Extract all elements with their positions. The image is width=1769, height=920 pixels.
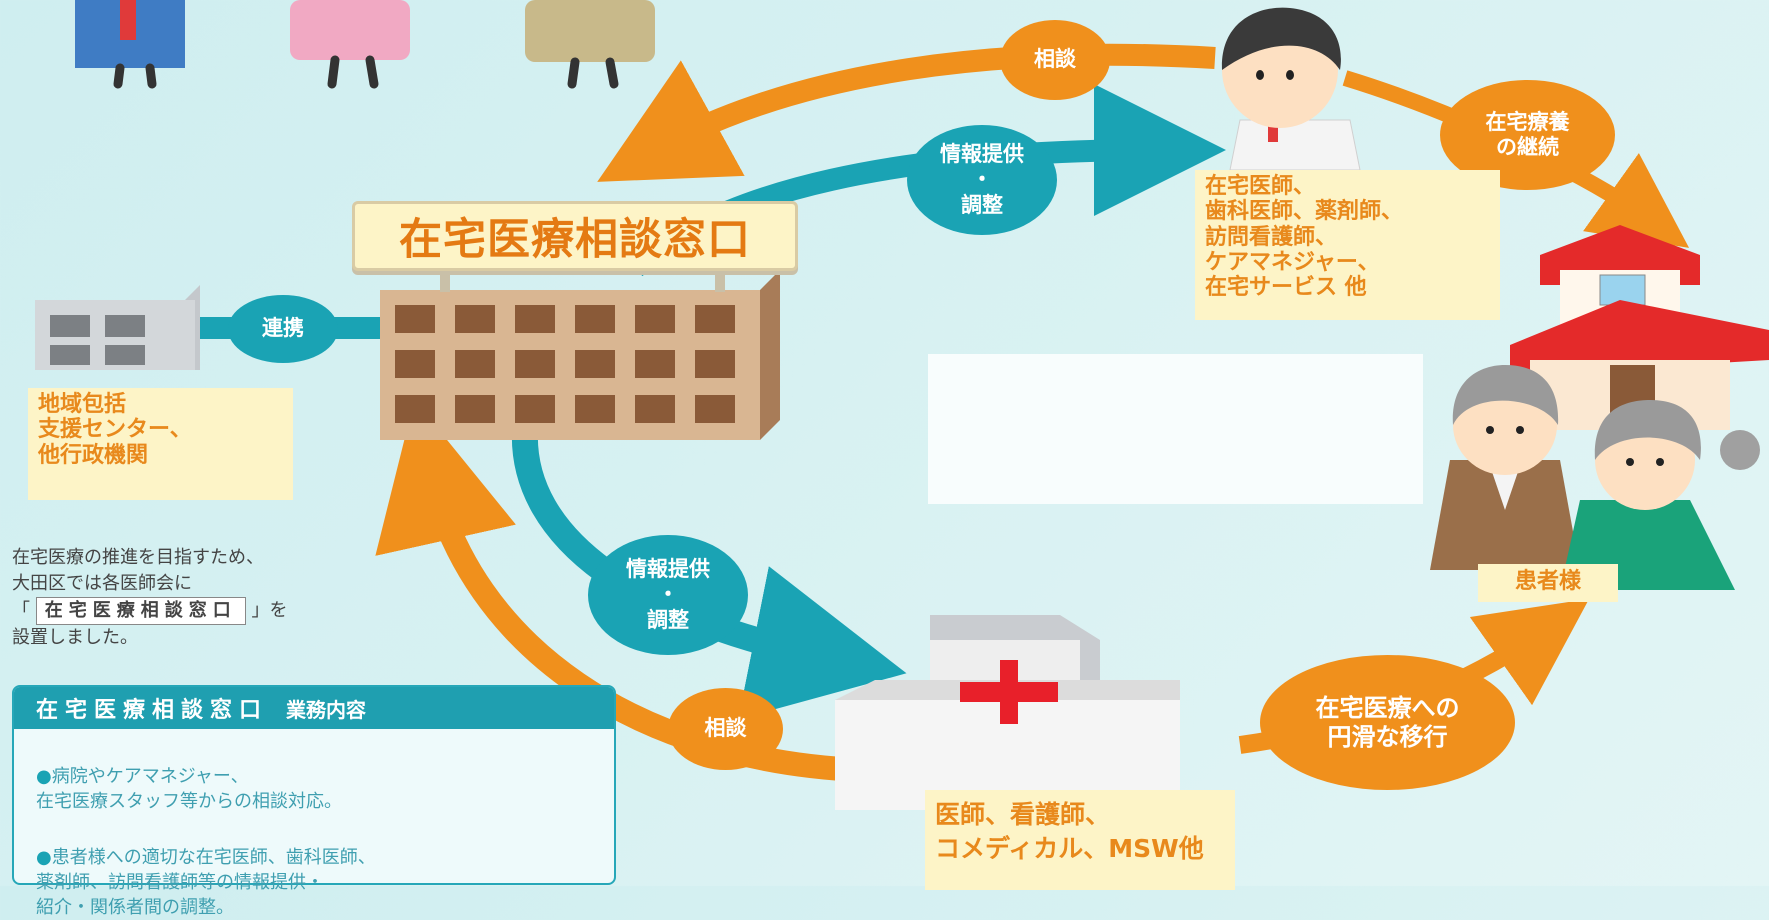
duty-item: ●病院やケアマネジャー、 在宅医療スタッフ等からの相談対応。	[14, 739, 614, 814]
intro-open-bracket: 「	[12, 600, 30, 621]
hospital-building	[835, 615, 1180, 810]
page-title: 在宅医療相談窓口	[352, 201, 798, 271]
info-bottom-bubble: 情報提供 ・ 調整	[588, 535, 748, 655]
intro-line-3: 「 在宅医療相談窓口 」を	[12, 597, 432, 625]
consult-bottom-bubble: 相談	[668, 688, 783, 770]
duties-subtitle: 業務内容	[286, 697, 367, 722]
home-doctors-note: 在宅医師、 歯科医師、薬剤師、 訪問看護師、 ケアマネジャー、 在宅サービス 他	[1195, 170, 1500, 320]
renkei-bubble: 連携	[228, 295, 338, 363]
duties-header: 在宅医療相談窓口 業務内容	[14, 687, 614, 729]
bullet-icon: ●	[36, 766, 52, 787]
info-top-bubble: 情報提供 ・ 調整	[907, 125, 1057, 235]
doctor-figure	[1221, 7, 1361, 171]
transition-bubble: 在宅医療への 円滑な移行	[1260, 655, 1515, 790]
consult-top-bubble: 相談	[1000, 20, 1110, 100]
patient-label: 患者様	[1478, 564, 1618, 602]
duties-title: 在宅医療相談窓口	[36, 698, 269, 723]
intro-line-1: 在宅医療の推進を目指すため、	[12, 547, 264, 568]
hospital-staff-note: 医師、看護師、 コメディカル、MSW他	[925, 790, 1235, 890]
local-center-note: 地域包括 支援センター、 他行政機関	[28, 388, 293, 500]
house	[1510, 225, 1769, 430]
consult-bottom-arrow	[375, 399, 861, 782]
elderly-couple	[1430, 365, 1760, 590]
consultation-building	[380, 262, 780, 440]
bullet-icon: ●	[36, 847, 52, 868]
staff-figures	[75, 0, 655, 89]
intro-text: 在宅医療の推進を目指すため、 大田区では各医師会に 「 在宅医療相談窓口 」を …	[12, 545, 432, 651]
intro-line-4: 設置しました。	[12, 627, 138, 648]
intro-highlight: 在宅医療相談窓口	[35, 597, 246, 625]
intro-close-bracket: 」を	[251, 600, 288, 621]
consult-top-arrow	[597, 43, 1216, 182]
intro-line-2: 大田区では各医師会に	[12, 573, 192, 594]
blank-panel	[928, 354, 1423, 504]
duty-item: ●患者様への適切な在宅医師、歯科医師、 薬剤師、訪問看護師等の情報提供・ 紹介・…	[14, 820, 614, 920]
duties-panel: 在宅医療相談窓口 業務内容 ●病院やケアマネジャー、 在宅医療スタッフ等からの相…	[12, 685, 616, 918]
duty-item-text: 病院やケアマネジャー、 在宅医療スタッフ等からの相談対応。	[36, 766, 342, 812]
government-building	[35, 285, 200, 370]
duty-item-text: 患者様への適切な在宅医師、歯科医師、 薬剤師、訪問看護師等の情報提供・ 紹介・関…	[36, 847, 376, 918]
